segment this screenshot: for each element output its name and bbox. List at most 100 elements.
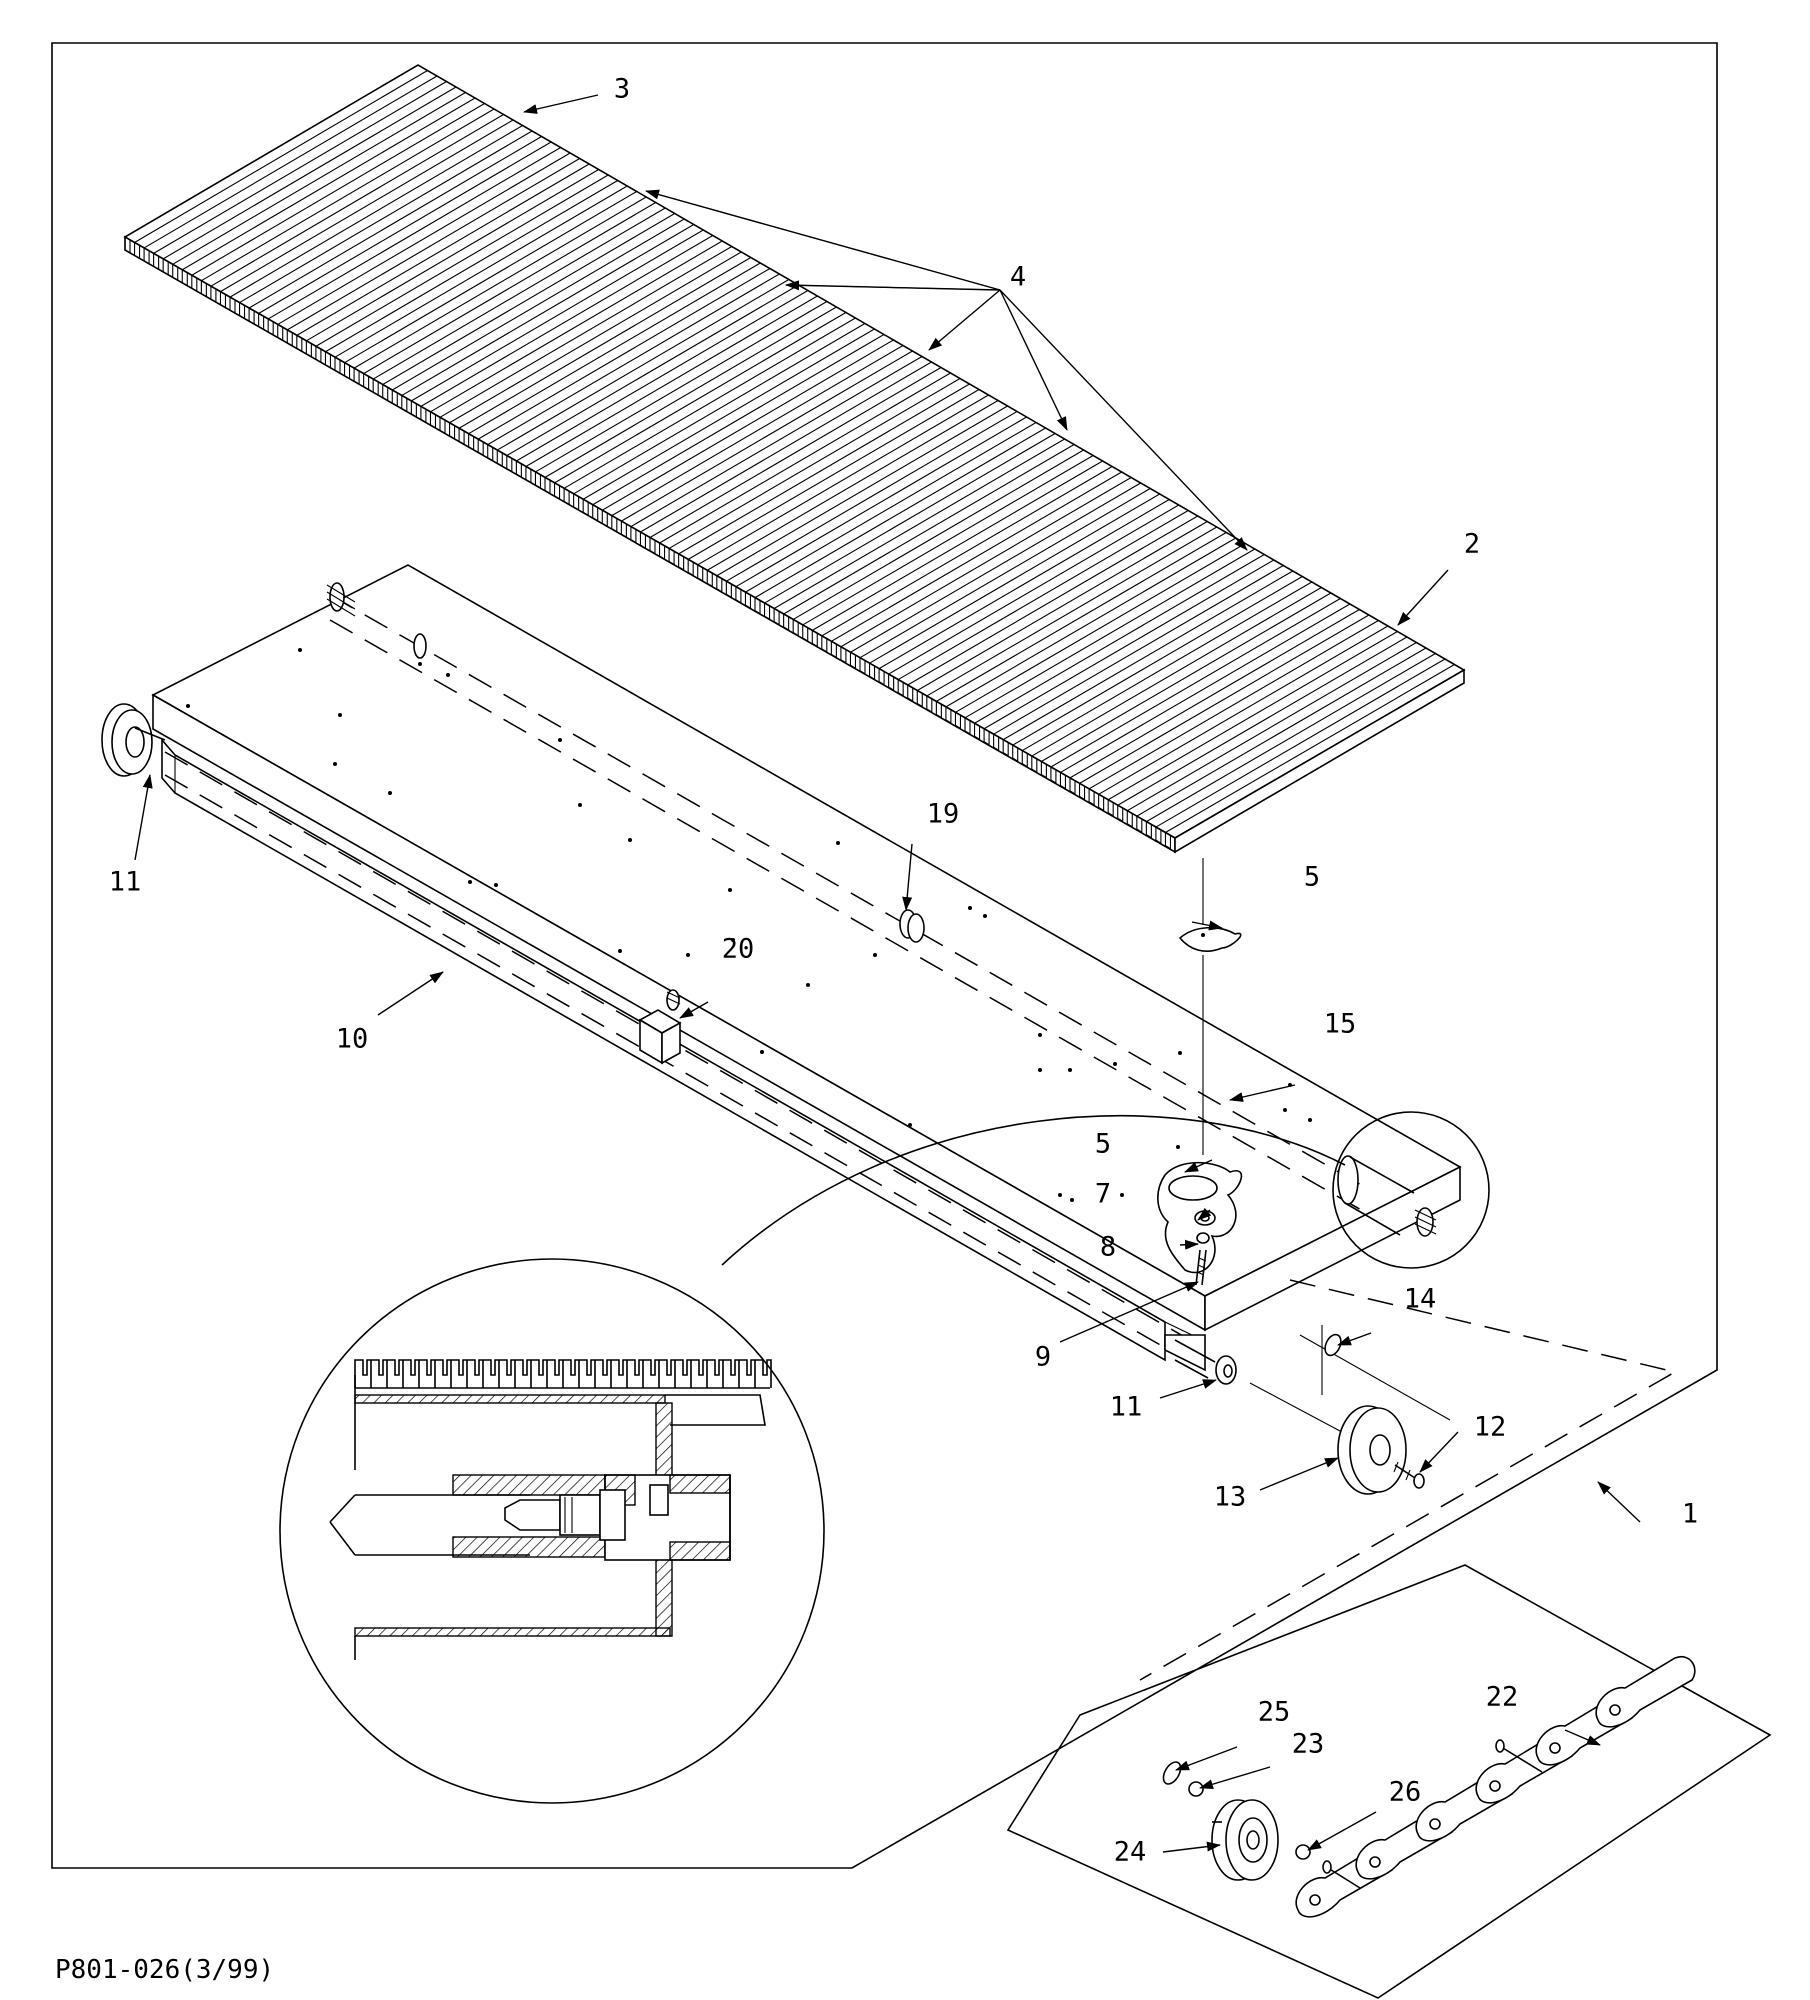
tread-cleat xyxy=(907,685,914,702)
tread-rib xyxy=(201,108,495,282)
tread-rib xyxy=(353,196,647,369)
frame-hole xyxy=(968,906,972,910)
tread-rib xyxy=(439,246,733,418)
tread-rib xyxy=(334,185,628,358)
chain-pin xyxy=(1369,1856,1381,1868)
frame-hole xyxy=(728,888,732,892)
callout-leader-arrow xyxy=(1397,569,1449,626)
tread-rib xyxy=(668,378,961,549)
tread-cleat xyxy=(1107,799,1114,817)
tread-rib xyxy=(945,537,1237,708)
tread-cleat xyxy=(993,734,1000,752)
tread-rib xyxy=(773,438,1065,610)
tread-rib xyxy=(897,510,1189,681)
frame-hole xyxy=(1038,1068,1042,1072)
tread-cleat xyxy=(735,586,742,604)
tread-rib xyxy=(248,136,542,309)
frame-hole xyxy=(731,938,735,942)
callout-label-23: 23 xyxy=(1292,1729,1325,1760)
tread-cleat xyxy=(687,559,694,577)
tread-rib xyxy=(382,213,676,385)
callout-label-19: 19 xyxy=(927,799,960,830)
tread-cleat xyxy=(210,286,217,304)
tread-rib xyxy=(735,416,1027,588)
frame-hole xyxy=(836,841,840,845)
callout-leader-arrow xyxy=(1162,1841,1221,1853)
chain-pin xyxy=(1489,1780,1501,1792)
tread-cleat xyxy=(1155,827,1162,845)
frame-hole xyxy=(1176,1145,1180,1149)
tread-rib xyxy=(477,268,771,440)
tread-rib xyxy=(630,356,923,528)
tread-cleat xyxy=(620,521,627,539)
tread-cleat xyxy=(849,652,857,670)
frame-hole xyxy=(760,1050,764,1054)
tread-rib xyxy=(792,449,1084,620)
tread-rib xyxy=(563,317,856,489)
detail-circle-right-end xyxy=(1332,1111,1490,1269)
tread-rib xyxy=(592,334,885,506)
step-frame xyxy=(151,564,1462,1363)
axle-thread-top-left xyxy=(326,582,427,659)
tread-cleat xyxy=(496,450,503,468)
tread-rib xyxy=(134,70,428,243)
tread-rib xyxy=(802,455,1094,626)
tread-rib xyxy=(640,361,932,533)
tread-rib xyxy=(487,273,780,446)
callout-leader-arrow xyxy=(1419,1431,1459,1473)
tread-rib xyxy=(506,284,799,457)
tread-cleat xyxy=(1088,788,1095,806)
tread-rib xyxy=(554,312,847,484)
callout-label-5b: 5 xyxy=(1095,1129,1111,1160)
tread-cleat xyxy=(296,335,303,353)
tread-cleat xyxy=(802,624,809,642)
tread-rib xyxy=(1107,631,1398,801)
tread-cleat xyxy=(830,641,837,659)
tread-cleat xyxy=(1059,772,1066,790)
frame-hole xyxy=(806,983,810,987)
tread-rib xyxy=(449,251,742,424)
tread-cleat xyxy=(124,237,131,254)
tread-rib xyxy=(878,499,1170,670)
frame-hole xyxy=(446,673,450,677)
frame-hole xyxy=(418,662,422,666)
frame-hole xyxy=(873,953,877,957)
tread-cleat xyxy=(1050,766,1057,784)
callout-leader-arrow xyxy=(1191,920,1223,931)
tread-rib xyxy=(277,152,571,325)
frame-hole xyxy=(468,880,472,884)
callout-leader-arrow xyxy=(1597,1481,1641,1523)
callout-label-13: 13 xyxy=(1214,1482,1247,1513)
callout-label-8: 8 xyxy=(1100,1232,1116,1263)
tread-cleat xyxy=(315,346,322,364)
tread-cleat xyxy=(1098,794,1105,812)
callout-label-15: 15 xyxy=(1324,1009,1357,1040)
tread-cleat xyxy=(582,499,589,517)
callout-leader-arrow xyxy=(523,94,599,114)
tread-cleat xyxy=(248,308,255,325)
callout-label-25: 25 xyxy=(1258,1697,1291,1728)
callout-leader-arrow xyxy=(1337,1332,1372,1346)
tread-cleat xyxy=(668,548,675,566)
tread-rib xyxy=(239,130,533,304)
tread-rib xyxy=(1012,576,1303,746)
tread-cleat xyxy=(678,553,685,571)
tread-cleat xyxy=(811,630,818,648)
tread-rib xyxy=(811,460,1103,631)
callout-leader-arrow xyxy=(928,289,1001,351)
tread-rib xyxy=(544,306,837,478)
tread-rib xyxy=(1155,658,1446,828)
tread-rib xyxy=(468,262,761,435)
frame-hole xyxy=(558,738,562,742)
tread-cleat xyxy=(172,264,179,282)
tread-rib xyxy=(1117,636,1408,806)
tread-rib xyxy=(535,301,828,473)
tread-rib xyxy=(983,559,1275,730)
section-tread-teeth xyxy=(354,1359,772,1388)
callout-leader-arrow xyxy=(134,774,153,861)
tread-rib xyxy=(1088,620,1379,790)
tread-cleat xyxy=(448,422,456,440)
tread-rib xyxy=(1041,592,1332,762)
tread-rib xyxy=(1002,570,1294,741)
tread-rib xyxy=(649,367,942,538)
